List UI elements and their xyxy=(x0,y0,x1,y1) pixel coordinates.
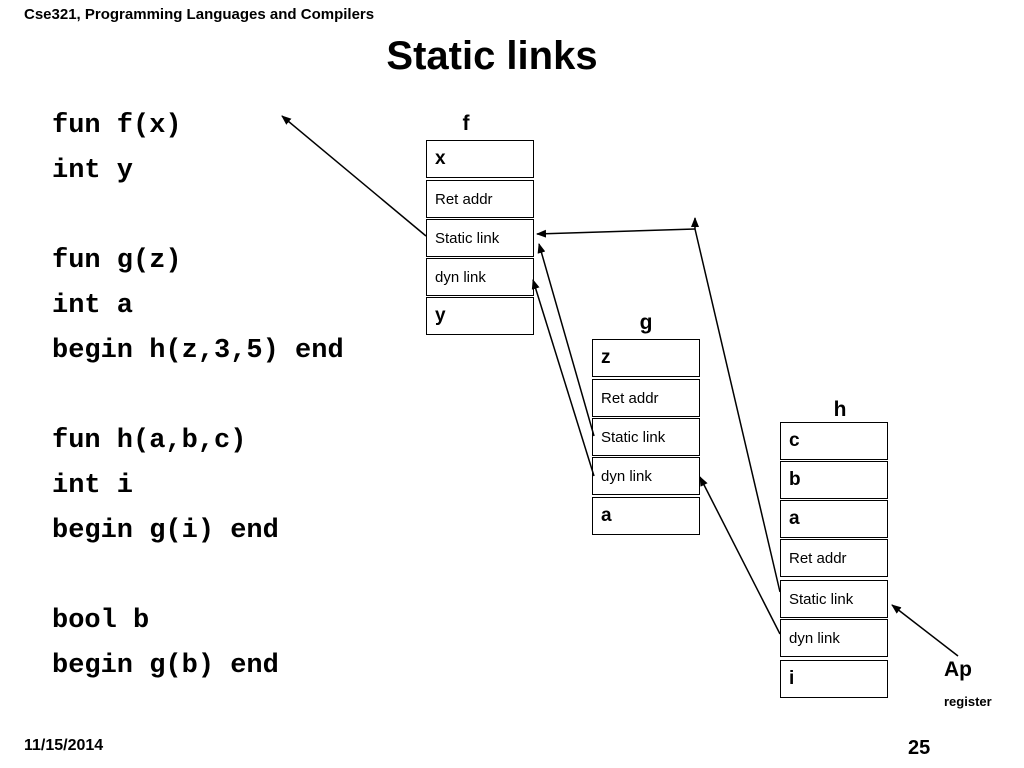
ap-label: Ap xyxy=(944,658,972,681)
code-line: int i xyxy=(52,471,134,501)
frame-f-slot-static-link: Static link xyxy=(426,219,534,257)
frame-f-label: f xyxy=(462,112,470,135)
frame-g-slot-static-link: Static link xyxy=(592,418,700,456)
code-line: bool b xyxy=(52,606,150,636)
frame-f-slot-dyn-link: dyn link xyxy=(426,258,534,296)
frame-h-slot-c: c xyxy=(780,422,888,460)
code-listing: fun f(x) int y fun g(z) int a begin h(z,… xyxy=(52,104,344,689)
frame-g-slot-z: z xyxy=(592,339,700,377)
h-dyn-link-arrow xyxy=(699,476,781,635)
ap-arrow xyxy=(891,604,959,657)
frame-h-slot-static-link: Static link xyxy=(780,580,888,618)
g-static-link-arrow xyxy=(537,243,595,437)
slide-title: Static links xyxy=(386,34,598,78)
frame-h-slot-i: i xyxy=(780,660,888,698)
frame-g-label: g xyxy=(639,311,653,334)
code-line: fun f(x) xyxy=(52,111,182,141)
h-static-link-line xyxy=(694,228,781,593)
h-static-link-to-f-arrow xyxy=(536,228,696,238)
frame-h-label: h xyxy=(833,398,847,421)
page-number: 25 xyxy=(908,737,931,759)
code-line: fun g(z) xyxy=(52,246,182,276)
f-static-link-arrow xyxy=(281,115,427,237)
code-line: begin g(b) end xyxy=(52,651,279,681)
frame-f-slot-ret-addr: Ret addr xyxy=(426,180,534,218)
code-line: int a xyxy=(52,291,134,321)
frame-h-slot-a: a xyxy=(780,500,888,538)
code-line: int y xyxy=(52,156,134,186)
frame-h-slot-b: b xyxy=(780,461,888,499)
code-line: begin g(i) end xyxy=(52,516,279,546)
frame-g-slot-a: a xyxy=(592,497,700,535)
footer-date: 11/15/2014 xyxy=(24,737,104,754)
frame-h-slot-dyn-link: dyn link xyxy=(780,619,888,657)
frame-g-slot-ret-addr: Ret addr xyxy=(592,379,700,417)
code-line: fun h(a,b,c) xyxy=(52,426,247,456)
frame-g-slot-dyn-link: dyn link xyxy=(592,457,700,495)
course-title: Cse321, Programming Languages and Compil… xyxy=(24,6,375,23)
frame-f-slot-y: y xyxy=(426,297,534,335)
frame-h-slot-ret-addr: Ret addr xyxy=(780,539,888,577)
g-dyn-link-arrow xyxy=(531,279,595,477)
code-line: begin h(z,3,5) end xyxy=(52,336,344,366)
frame-f-slot-x: x xyxy=(426,140,534,178)
ap-register-label: register xyxy=(944,694,992,709)
